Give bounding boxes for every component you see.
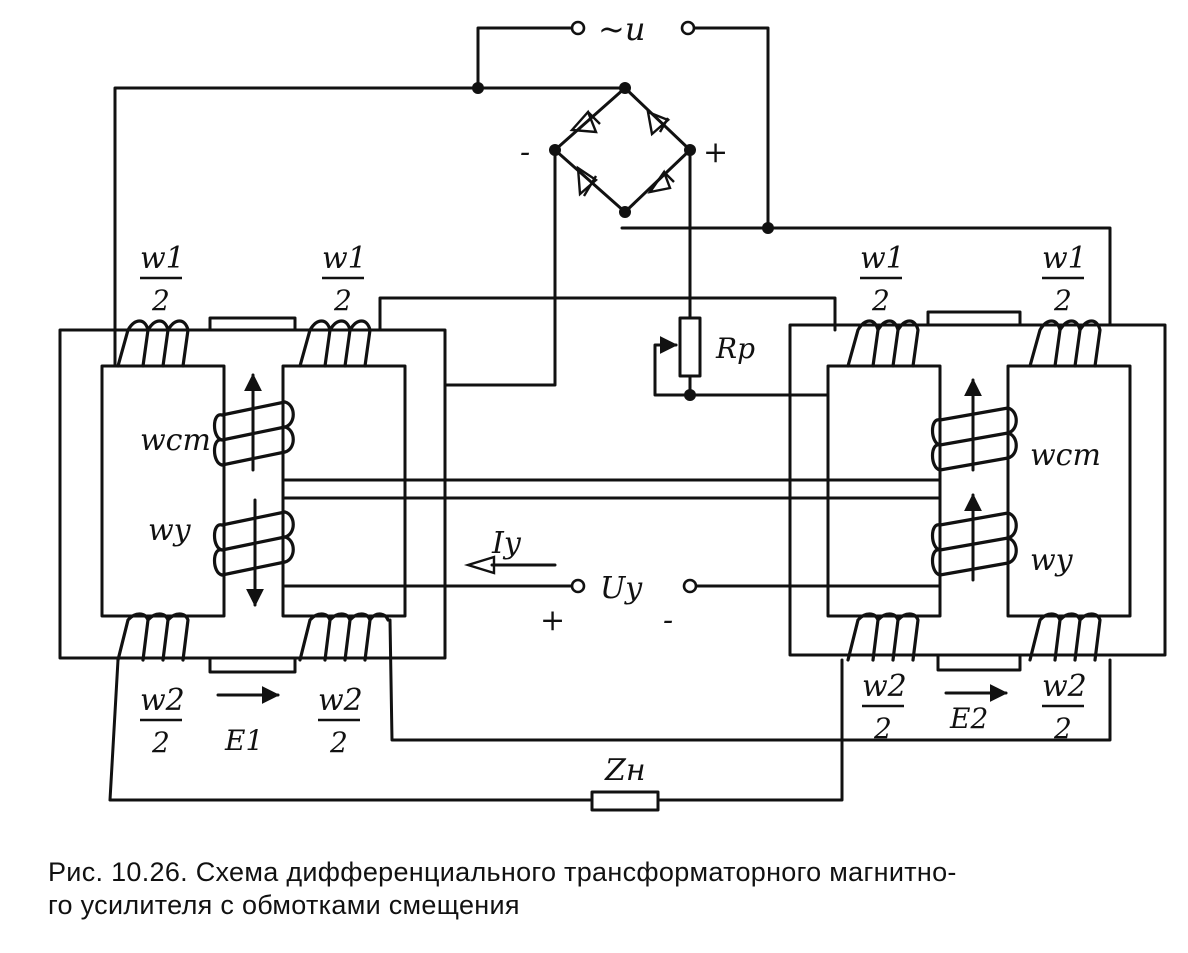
control-minus-label: -	[663, 603, 673, 638]
right-core	[788, 310, 1167, 672]
left-w1-label-2-num: w1	[322, 241, 367, 276]
right-w2-label-1-num: w2	[862, 669, 907, 704]
left-w1-coil-1	[116, 319, 190, 368]
rectifier-bridge	[553, 86, 692, 214]
control-voltage-label: Uy	[600, 571, 643, 606]
load-label: Zн	[604, 753, 646, 788]
right-w2-label-2-den: 2	[1053, 712, 1072, 745]
right-w1-coil-1	[846, 319, 920, 368]
interconnect-wires	[283, 478, 942, 588]
right-w2-coil-1	[846, 612, 920, 662]
figure-caption: Рис. 10.26. Схема дифференциального тран…	[48, 856, 1148, 922]
right-emf-label: E2	[949, 702, 988, 735]
left-w2-label-1-num: w2	[140, 683, 185, 718]
left-w1-label-1-num: w1	[140, 241, 185, 276]
left-wcm-label: wcm	[140, 423, 211, 458]
left-w2-coil-1	[116, 612, 190, 662]
supply-terminal-left[interactable]	[570, 20, 586, 36]
left-w1-coil-2	[298, 319, 372, 368]
left-w2-label-2-den: 2	[329, 726, 348, 759]
supply-label: ~u	[598, 10, 645, 48]
rheostat-label: Rp	[715, 332, 755, 365]
left-w1-label-2-den: 2	[333, 284, 352, 317]
left-emf-label: E1	[224, 724, 263, 757]
output-wires	[108, 618, 1112, 802]
control-plus-label: +	[540, 603, 565, 638]
load-resistor	[590, 790, 660, 812]
right-w2-label-2-num: w2	[1042, 669, 1087, 704]
right-w1-label-2-den: 2	[1053, 284, 1072, 317]
left-w1-label-1-den: 2	[151, 284, 170, 317]
control-terminal-plus[interactable]	[570, 578, 586, 594]
left-wy-label: wy	[148, 513, 192, 548]
supply-wires	[113, 26, 1112, 387]
right-w1-label-1-num: w1	[860, 241, 905, 276]
right-wy-label: wy	[1030, 543, 1074, 578]
junction-dots	[472, 82, 774, 401]
left-w2-coil-2	[298, 612, 390, 662]
right-wcm-label: wcm	[1030, 438, 1101, 473]
control-current-arrow	[463, 555, 557, 575]
control-terminal-minus[interactable]	[682, 578, 698, 594]
supply-terminal-right[interactable]	[680, 20, 696, 36]
bridge-plus-label: +	[703, 135, 728, 170]
right-w2-coil-2	[1028, 612, 1102, 662]
left-w2-label-2-num: w2	[318, 683, 363, 718]
caption-line-1: Рис. 10.26. Схема дифференциального тран…	[48, 857, 957, 887]
magnetic-amplifier-schematic: ~u - + Rp Uy + - Iy Zн E1 E2	[58, 10, 1167, 812]
right-w1-label-2-num: w1	[1042, 241, 1087, 276]
left-w2-label-1-den: 2	[151, 726, 170, 759]
caption-line-2: го усилителя с обмотками смещения	[48, 890, 520, 920]
right-w2-label-1-den: 2	[873, 712, 892, 745]
bridge-minus-label: -	[520, 135, 530, 170]
control-current-label: Iy	[491, 526, 522, 561]
rheostat	[653, 316, 830, 397]
right-w1-label-1-den: 2	[871, 284, 890, 317]
right-w1-coil-2	[1028, 319, 1102, 368]
